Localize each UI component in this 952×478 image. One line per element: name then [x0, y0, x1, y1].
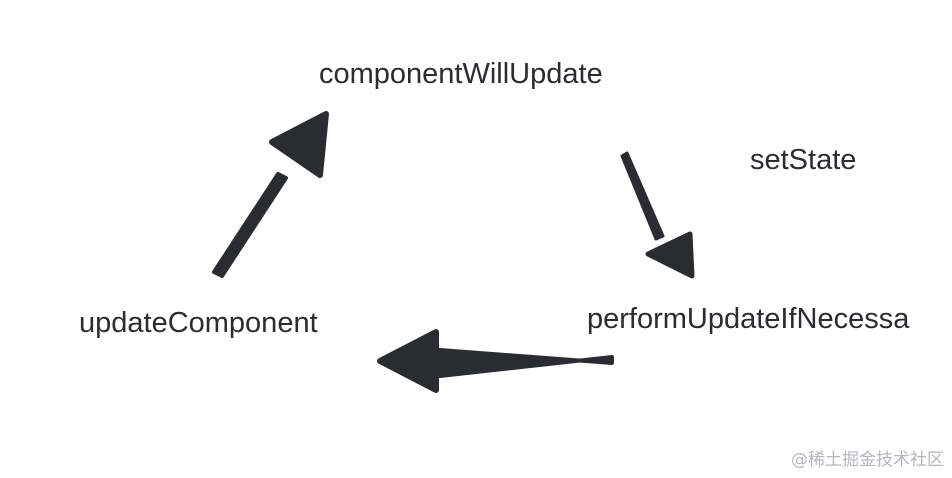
node-perform-update-if-necessary: performUpdateIfNecessa	[587, 303, 910, 335]
node-set-state: setState	[750, 144, 857, 176]
arrow-update-to-willupdate	[212, 111, 329, 278]
arrow-perform-to-update	[377, 329, 614, 393]
node-update-component: updateComponent	[79, 307, 318, 339]
node-component-will-update: componentWillUpdate	[319, 58, 603, 90]
arrow-willupdate-to-perform	[620, 151, 695, 279]
watermark-label: @稀土掘金技术社区	[791, 450, 944, 470]
